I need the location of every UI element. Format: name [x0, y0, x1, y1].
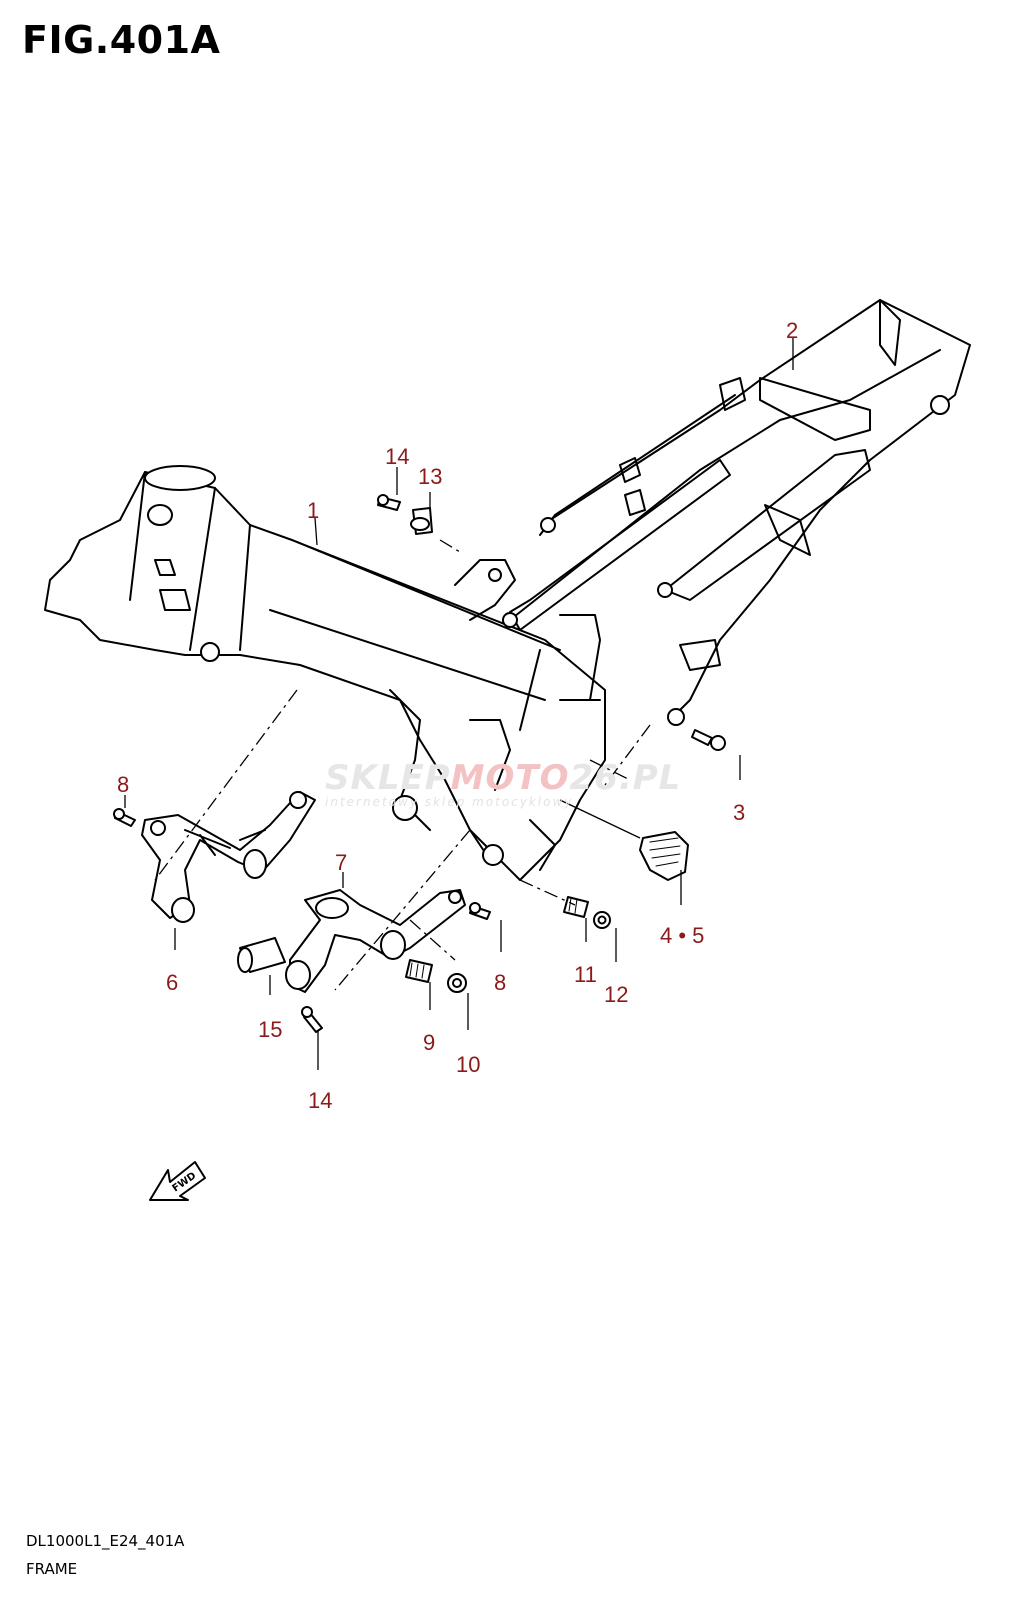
stud-11 — [563, 896, 589, 918]
figure-code: DL1000L1_E24_401A — [26, 1532, 185, 1550]
watermark-brand-end: 26.PL — [569, 758, 682, 798]
watermark-brand-start: SKLEP — [325, 758, 451, 798]
callout-8-right: 8 — [494, 970, 506, 995]
watermark-brand-accent: MOTO — [450, 758, 570, 798]
watermark: SKLEPMOTO26.PL — [325, 758, 681, 798]
nut-12 — [593, 911, 611, 929]
callout-7: 7 — [335, 850, 347, 875]
bolt-14-bottom — [301, 1006, 323, 1033]
watermark-tagline: internetowy sklep motocyklowy — [325, 795, 574, 809]
callout-8-left: 8 — [117, 772, 129, 797]
callout-13: 13 — [418, 464, 442, 489]
spacer-13 — [410, 507, 433, 535]
callout-6: 6 — [166, 970, 178, 995]
collar-15 — [237, 937, 286, 973]
figure-name: FRAME — [26, 1560, 78, 1578]
callout-labels: 1 2 3 4 • 5 6 7 8 8 9 10 11 12 13 14 14 … — [117, 318, 798, 1113]
footrest-bracket-7 — [285, 889, 466, 993]
callout-14-bottom: 14 — [308, 1088, 332, 1113]
footrest-bracket-6 — [141, 791, 316, 923]
leader-lines — [124, 338, 794, 1070]
bolt-3 — [691, 729, 726, 751]
callout-15: 15 — [258, 1017, 282, 1042]
bolt-8-right — [469, 902, 491, 920]
main-frame — [44, 465, 606, 881]
callout-9: 9 — [423, 1030, 435, 1055]
callout-11: 11 — [574, 962, 597, 987]
callout-2: 2 — [786, 318, 798, 343]
callout-12: 12 — [604, 982, 628, 1007]
bolt-14-top — [377, 494, 401, 511]
callout-4-5: 4 • 5 — [660, 923, 704, 948]
reflector-plate — [639, 831, 689, 881]
nut-10 — [447, 973, 467, 993]
rear-subframe — [502, 299, 971, 726]
bolt-8-left — [113, 808, 136, 827]
callout-10: 10 — [456, 1052, 480, 1077]
callout-1: 1 — [307, 498, 319, 523]
figure-title: FIG.401A — [22, 18, 221, 62]
stud-9 — [405, 959, 433, 983]
forward-arrow-icon: FWD — [149, 1161, 206, 1201]
callout-14-top: 14 — [385, 444, 409, 469]
callout-3: 3 — [733, 800, 745, 825]
